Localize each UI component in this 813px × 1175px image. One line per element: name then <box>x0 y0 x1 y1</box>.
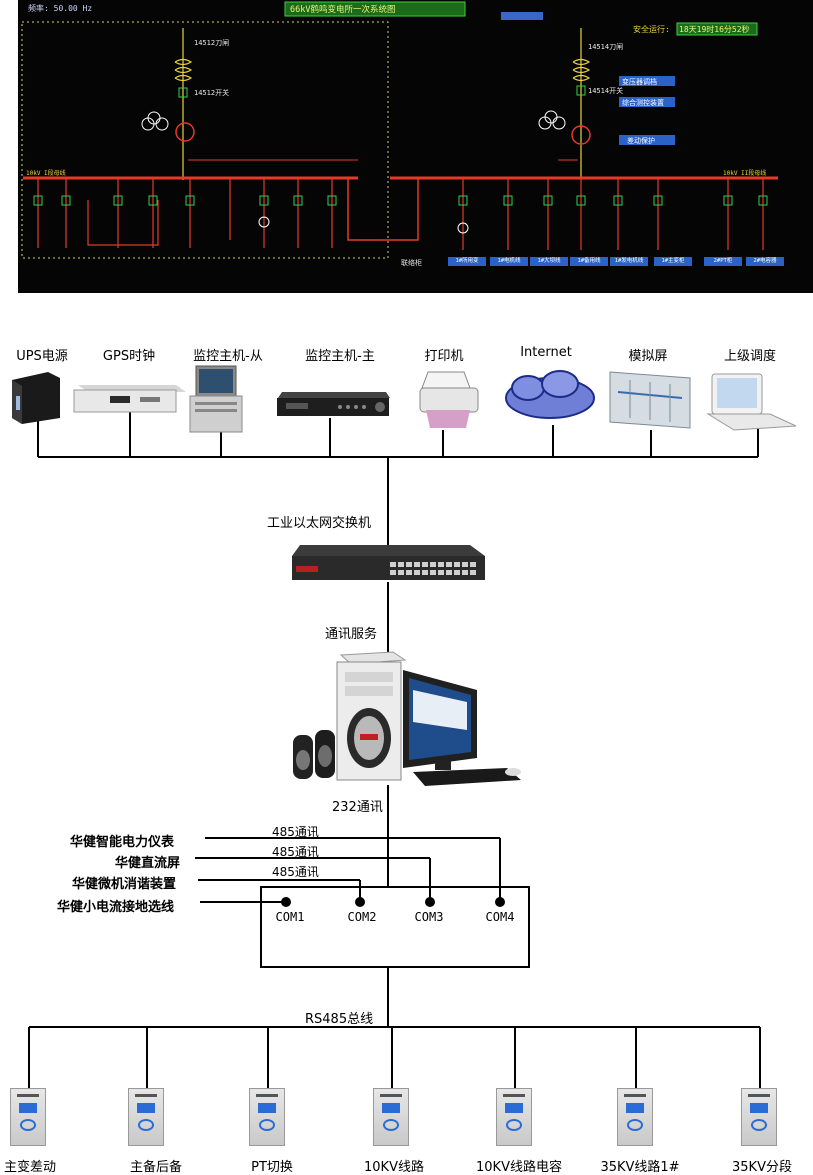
device-label-printer: 打印机 <box>424 349 464 364</box>
com1-port[interactable] <box>281 897 291 907</box>
relay-label-7: 35KV分段 <box>732 1160 792 1175</box>
device-label-internet: Internet <box>520 345 572 360</box>
source-ground-select: 华健小电流接地选线 <box>57 900 175 915</box>
device-label-dispatch: 上级调度 <box>723 349 777 364</box>
btn-tap-change-label[interactable]: 变压器调档 <box>622 78 657 86</box>
feeder-button-3[interactable]: 1#大坝线 <box>530 257 568 266</box>
server-master-icon <box>277 392 390 416</box>
source-smart-meter: 华健智能电力仪表 <box>70 835 175 850</box>
scada-title: 66kV鹤鸣变电所一次系统图 <box>290 5 396 15</box>
device-label-slave: 监控主机-从 <box>193 349 263 364</box>
feeder-button-1[interactable]: 1#所用变 <box>448 257 486 266</box>
left-section-frame <box>21 21 389 259</box>
feeder-button-6[interactable]: 1#主变柜 <box>654 257 692 266</box>
left-breaker <box>178 87 188 98</box>
relay-label-2: 主备后备 <box>129 1160 183 1175</box>
relay-box-2 <box>128 1088 164 1146</box>
protocol-485-1: 485通讯 <box>272 825 319 839</box>
btn-measure-control[interactable] <box>619 97 675 107</box>
relay-label-4: 10KV线路 <box>364 1160 424 1175</box>
server-slave-icon <box>189 365 243 433</box>
btn-measure-control-label[interactable]: 综合测控装置 <box>622 99 664 107</box>
source-harmonic: 华健微机消谐装置 <box>72 877 177 892</box>
rs485-bus-label: RS485总线 <box>305 1012 374 1027</box>
relay-label-6: 35KV线路1# <box>600 1160 680 1175</box>
right-bus-label: 10kV II段母线 <box>723 170 767 177</box>
com2-port[interactable] <box>355 897 365 907</box>
feeder-button-8[interactable]: 2#电容器 <box>746 257 784 266</box>
right-switch-label: 14514刀闸 <box>588 43 624 51</box>
single-line-diagram <box>21 1 778 259</box>
relay-label-5: 10KV线路电容 <box>476 1160 562 1175</box>
left-transformer <box>175 122 195 142</box>
comm-server-pc-icon <box>293 651 521 786</box>
com4-port[interactable] <box>495 897 505 907</box>
relay-box-1 <box>10 1088 46 1146</box>
safe-run-label: 安全运行: <box>633 25 670 34</box>
ethernet-switch-label: 工业以太网交换机 <box>267 516 372 531</box>
device-icons <box>12 365 797 580</box>
btn-tap-change[interactable] <box>619 76 675 86</box>
right-transformer-column <box>572 28 591 180</box>
printer-icon <box>419 371 479 428</box>
device-label-master: 监控主机-主 <box>305 349 375 364</box>
cloud-icon <box>505 370 595 419</box>
freq-readout: 频率: 50.00 Hz <box>28 4 93 13</box>
comm-232-label: 232通讯 <box>332 800 383 815</box>
btn-diff-protect-label[interactable]: 差动保护 <box>627 137 655 145</box>
btn-diff-protect[interactable] <box>619 135 675 145</box>
com3-port[interactable] <box>425 897 435 907</box>
scada-screen: 频率: 50.00 Hz 66kV鹤鸣变电所一次系统图 安全运行: 18天19时… <box>18 0 813 293</box>
safe-run-value: 18天19时16分52秒 <box>679 25 750 34</box>
feeder-button-2[interactable]: 1#电机线 <box>490 257 528 266</box>
com3-label: COM3 <box>414 910 444 924</box>
left-switch-label: 14512刀闸 <box>194 39 230 47</box>
laptop-icon <box>706 373 797 431</box>
feeder-button-7[interactable]: 2#PT柜 <box>704 257 742 266</box>
relay-box-7 <box>741 1088 777 1146</box>
source-dc-panel: 华健直流屏 <box>115 856 181 871</box>
runtime-box <box>676 22 758 36</box>
left-transformer-column <box>174 28 193 180</box>
indicator-box <box>501 12 543 20</box>
ethernet-switch-icon <box>292 545 485 580</box>
mimic-panel-icon <box>609 371 691 429</box>
device-label-ups: UPS电源 <box>16 349 68 364</box>
ups-icon <box>12 372 60 424</box>
protocol-485-3: 485通讯 <box>272 865 319 879</box>
com2-label: COM2 <box>347 910 377 924</box>
relay-box-6 <box>617 1088 653 1146</box>
com1-label: COM1 <box>275 910 305 924</box>
feeder-button-5[interactable]: 1#发电机线 <box>610 257 648 266</box>
com4-label: COM4 <box>485 910 515 924</box>
left-feeders <box>37 178 333 248</box>
device-label-gps: GPS时钟 <box>102 349 156 364</box>
relay-label-3: PT切换 <box>251 1160 293 1175</box>
relay-label-1: 主变差动 <box>3 1160 57 1175</box>
relay-box-5 <box>496 1088 532 1146</box>
device-label-mimic: 模拟屏 <box>628 349 668 364</box>
feeder-button-4[interactable]: 1#备用线 <box>570 257 608 266</box>
protocol-485-2: 485通讯 <box>272 845 319 859</box>
title-box <box>284 1 466 17</box>
right-feeders <box>462 178 764 250</box>
tie-cabinet-label: 联络柜 <box>401 259 422 267</box>
left-breaker-label: 14512开关 <box>194 89 230 97</box>
comm-service-label: 通讯服务 <box>325 627 378 642</box>
gps-clock-icon <box>73 385 186 413</box>
left-bus-label: 10kV I段母线 <box>26 170 66 177</box>
relay-box-4 <box>373 1088 409 1146</box>
relay-box-3 <box>249 1088 285 1146</box>
right-breaker-label: 14514开关 <box>588 87 624 95</box>
